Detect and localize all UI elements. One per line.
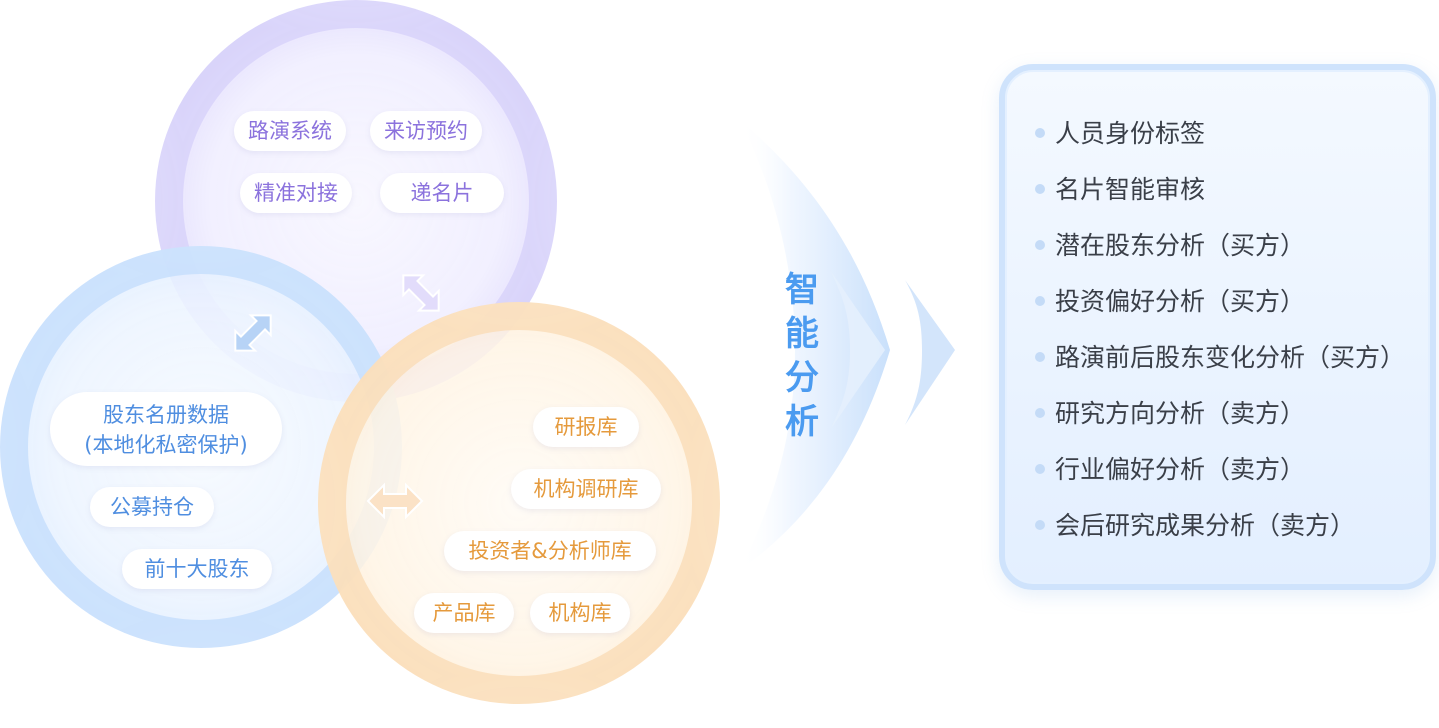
double-arrow-purple-orange-icon	[402, 274, 440, 312]
analysis-results-panel: 人员身份标签 名片智能审核 潜在股东分析（买方） 投资偏好分析（买方） 路演前后…	[999, 64, 1436, 590]
list-item-label: 人员身份标签	[1055, 119, 1206, 148]
analysis-results-list: 人员身份标签 名片智能审核 潜在股东分析（买方） 投资偏好分析（买方） 路演前后…	[1035, 112, 1405, 560]
list-item: 会后研究成果分析（卖方）	[1035, 504, 1405, 560]
bullet-icon	[1035, 128, 1045, 138]
list-item-label: 行业偏好分析（卖方）	[1055, 455, 1306, 484]
list-item: 潜在股东分析（买方）	[1035, 224, 1405, 280]
pill-shareholder-register: 股东名册数据 (本地化私密保护)	[50, 392, 282, 466]
pill-business-card: 递名片	[380, 173, 504, 213]
bullet-icon	[1035, 184, 1045, 194]
list-item-label: 路演前后股东变化分析（买方）	[1055, 343, 1406, 372]
pill-institution-survey-db: 机构调研库	[511, 469, 661, 509]
shareholder-register-title: 股东名册数据	[103, 403, 229, 427]
double-arrow-blue-purple-icon	[234, 314, 272, 352]
pill-investor-analyst-db: 投资者&分析师库	[444, 531, 656, 571]
bullet-icon	[1035, 408, 1045, 418]
list-item: 投资偏好分析（买方）	[1035, 280, 1405, 336]
bullet-icon	[1035, 464, 1045, 474]
pill-public-fund-holdings: 公募持仓	[90, 487, 214, 527]
list-item: 路演前后股东变化分析（买方）	[1035, 336, 1405, 392]
bullet-icon	[1035, 520, 1045, 530]
pill-precise-matching: 精准对接	[240, 173, 352, 213]
center-char: 能	[785, 314, 819, 354]
pill-research-report-db: 研报库	[533, 407, 639, 447]
list-item: 名片智能审核	[1035, 168, 1405, 224]
center-char: 智	[785, 270, 819, 310]
flow-arrow-icon	[740, 120, 955, 570]
center-char: 分	[785, 358, 819, 398]
pill-institution-db: 机构库	[530, 593, 630, 633]
list-item-label: 潜在股东分析（买方）	[1055, 231, 1306, 260]
bullet-icon	[1035, 240, 1045, 250]
bullet-icon	[1035, 296, 1045, 306]
list-item: 人员身份标签	[1035, 112, 1405, 168]
list-item-label: 投资偏好分析（买方）	[1055, 287, 1306, 316]
list-item: 研究方向分析（卖方）	[1035, 392, 1405, 448]
pill-product-db: 产品库	[414, 593, 514, 633]
bullet-icon	[1035, 352, 1045, 362]
list-item-label: 会后研究成果分析（卖方）	[1055, 511, 1356, 540]
pill-roadshow-system: 路演系统	[234, 111, 346, 151]
pill-top-ten-shareholders: 前十大股东	[122, 549, 272, 589]
shareholder-register-note: (本地化私密保护)	[84, 433, 248, 457]
double-arrow-blue-orange-icon	[366, 482, 424, 520]
smart-analysis-label: 智 能 分 析	[784, 268, 820, 444]
center-char: 析	[785, 402, 819, 442]
pill-visit-booking: 来访预约	[370, 111, 482, 151]
list-item-label: 研究方向分析（卖方）	[1055, 399, 1306, 428]
list-item: 行业偏好分析（卖方）	[1035, 448, 1405, 504]
list-item-label: 名片智能审核	[1055, 175, 1206, 204]
